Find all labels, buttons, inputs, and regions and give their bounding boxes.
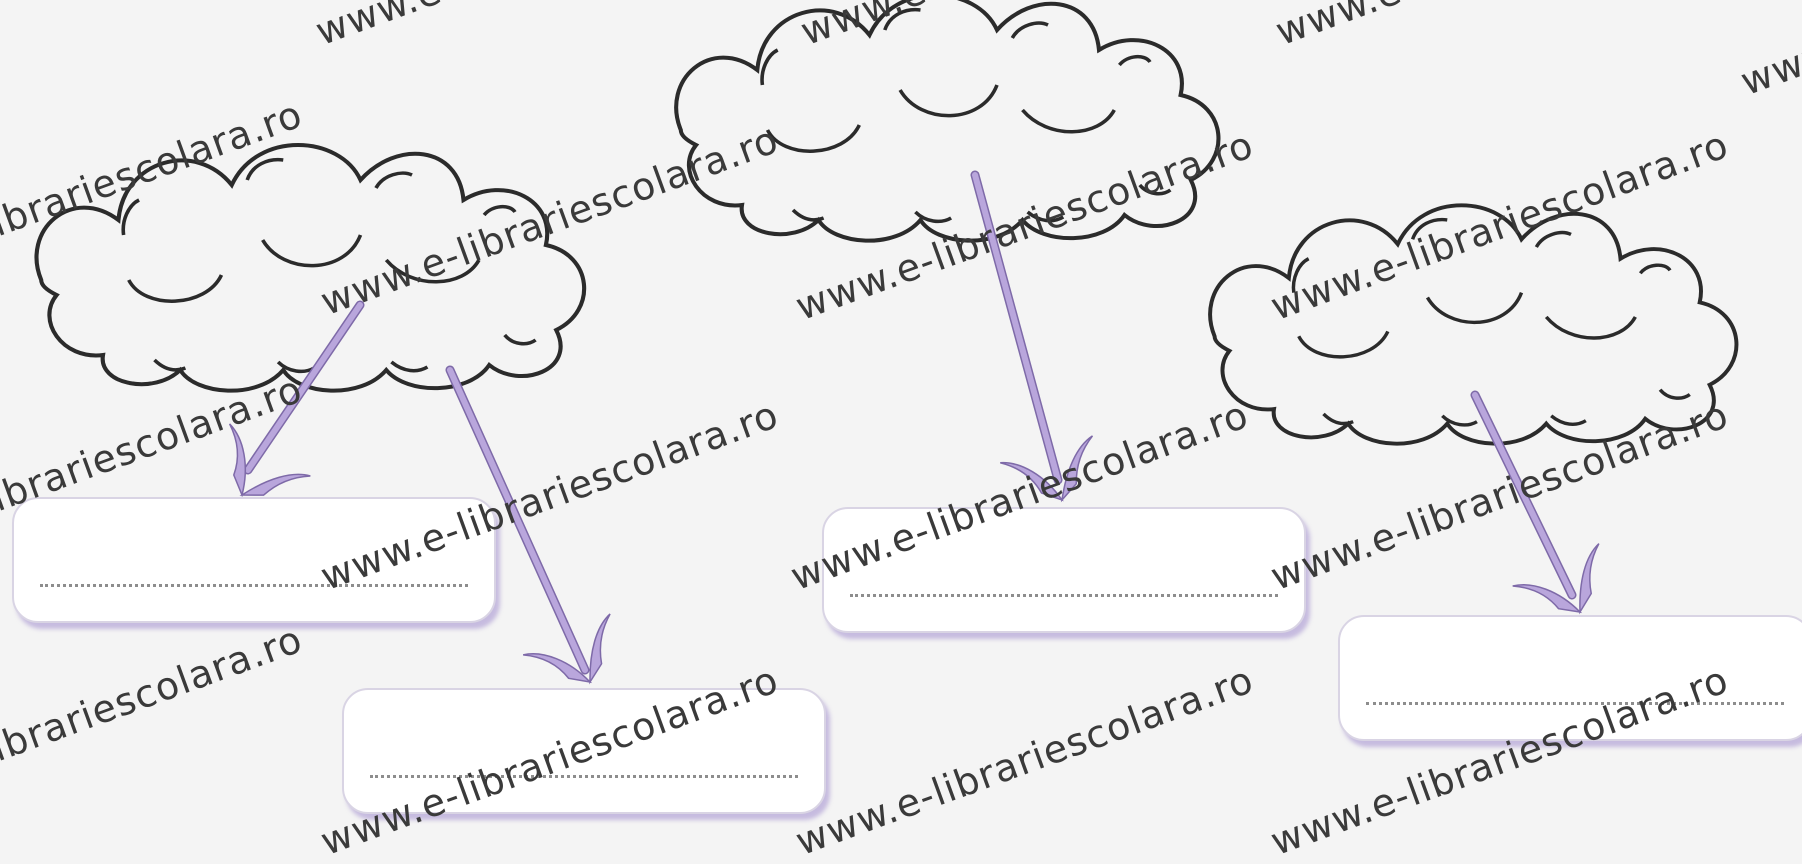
cloud-icon: [1208, 203, 1739, 446]
arrow-cloud1-box2: [445, 365, 633, 704]
answer-box-4[interactable]: [1338, 615, 1802, 741]
arrow-cloud1-box1: [199, 300, 365, 522]
dotted-line: [850, 594, 1278, 597]
cloud-icon: [37, 145, 585, 391]
answer-box-1[interactable]: [12, 497, 496, 623]
dotted-line: [40, 584, 468, 587]
cloud-3: [1208, 203, 1739, 446]
dotted-line: [370, 775, 798, 778]
answer-box-2[interactable]: [342, 688, 826, 814]
arrow-cloud2-box3: [970, 170, 1108, 514]
cloud-icon: [676, 0, 1218, 241]
cloud-2: [676, 0, 1218, 241]
answer-box-3[interactable]: [822, 507, 1306, 633]
dotted-line: [1366, 702, 1784, 705]
cloud-1: [37, 145, 585, 391]
arrow-cloud3-box4: [1470, 390, 1623, 634]
